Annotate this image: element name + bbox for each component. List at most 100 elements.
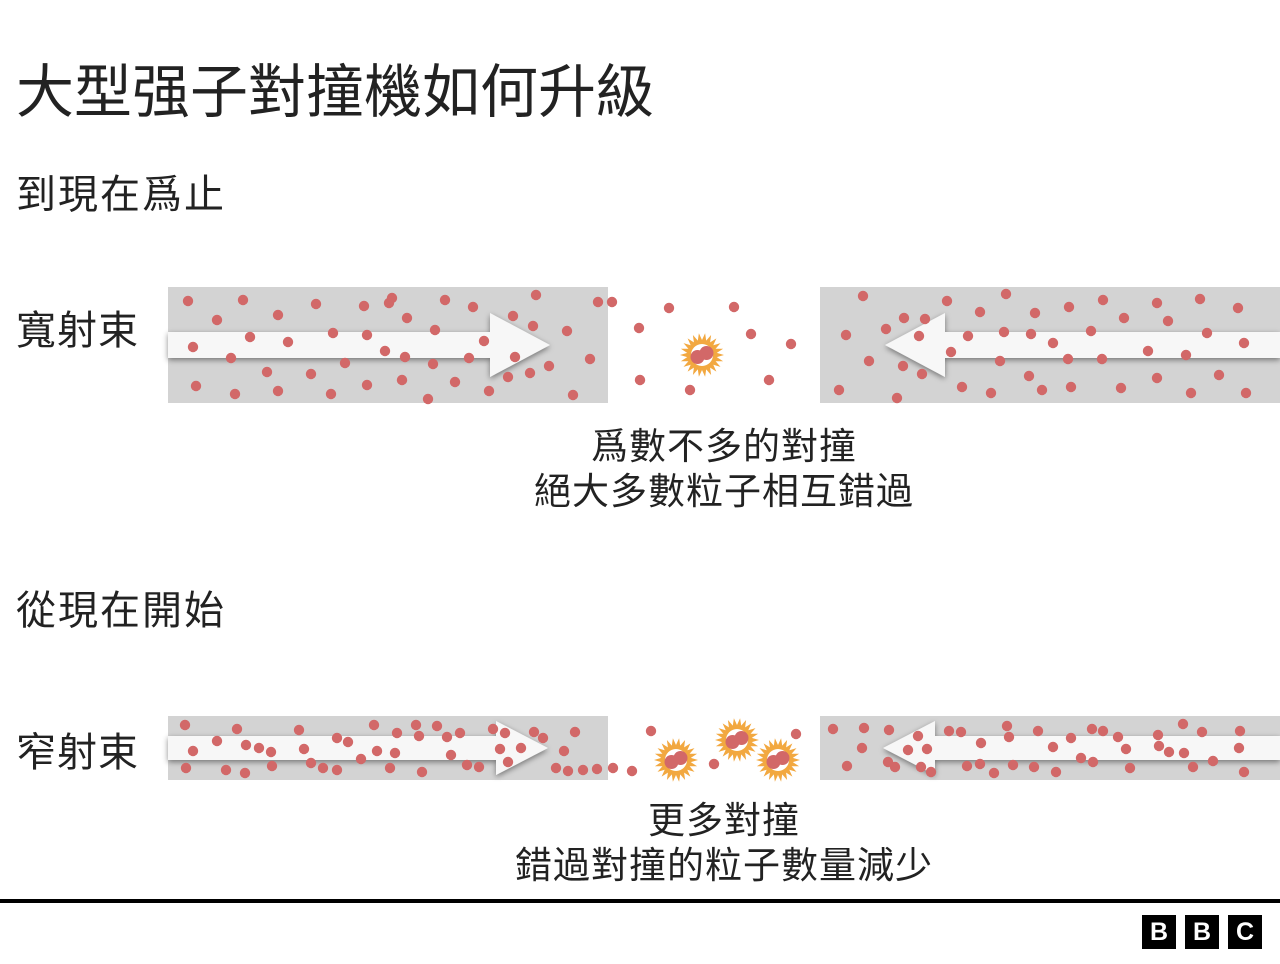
particle-dot — [1050, 766, 1062, 778]
particle-dot — [272, 309, 284, 321]
particle-dot — [327, 327, 339, 339]
particle-dot — [889, 761, 901, 773]
particle-dot — [487, 723, 499, 735]
particle-dot — [237, 294, 249, 306]
particle-dot — [527, 320, 539, 332]
particle-dot — [1032, 725, 1044, 737]
particle-dot — [998, 326, 1010, 338]
particle-dot — [1096, 353, 1108, 365]
particle-dot — [342, 736, 354, 748]
particle-dot — [358, 300, 370, 312]
particle-dot — [389, 747, 401, 759]
particle-dot — [1097, 725, 1109, 737]
beam-label-narrow: 窄射束 — [16, 731, 139, 775]
particle-dot — [1124, 762, 1136, 774]
particle-dot — [305, 757, 317, 769]
particle-dot — [558, 745, 570, 757]
particle-dot — [883, 724, 895, 736]
particle-dot — [386, 292, 398, 304]
particle-dot — [921, 743, 933, 755]
particle-dot — [961, 760, 973, 772]
particle-dot — [317, 762, 329, 774]
particle-dot — [891, 392, 903, 404]
particle-dot — [537, 732, 549, 744]
particle-dot — [1151, 372, 1163, 384]
particle-dot — [225, 352, 237, 364]
particle-dot — [473, 761, 485, 773]
particle-dot — [763, 374, 775, 386]
particle-dot — [1087, 756, 1099, 768]
particle-dot — [1001, 720, 1013, 732]
particle-dot — [1194, 293, 1206, 305]
particle-dot — [645, 725, 657, 737]
particle-dot — [584, 353, 596, 365]
particle-dot — [445, 749, 457, 761]
particle-dot — [898, 312, 910, 324]
particle-dot — [916, 368, 928, 380]
particle-dot — [410, 719, 422, 731]
particle-dot — [1177, 718, 1189, 730]
particle-dot — [1234, 725, 1246, 737]
particle-dot — [1003, 731, 1015, 743]
particle-dot — [339, 357, 351, 369]
particle-dot — [261, 366, 273, 378]
particle-dot — [1238, 766, 1250, 778]
particle-dot — [988, 767, 1000, 779]
particle-dot — [229, 388, 241, 400]
particle-dot — [902, 744, 914, 756]
footer-divider — [0, 899, 1280, 903]
beam-label-wide: 寬射束 — [16, 309, 139, 353]
particle-dot — [985, 387, 997, 399]
particle-dot — [331, 764, 343, 776]
particle-dot — [745, 328, 757, 340]
particle-dot — [463, 352, 475, 364]
particle-dot — [231, 723, 243, 735]
particle-dot — [1233, 742, 1245, 754]
particle-dot — [478, 335, 490, 347]
particle-dot — [396, 374, 408, 386]
particle-dot — [1178, 747, 1190, 759]
particle-dot — [310, 298, 322, 310]
particle-dot — [1065, 381, 1077, 393]
particle-dot — [401, 312, 413, 324]
particle-dot — [841, 760, 853, 772]
particle-dot — [528, 726, 540, 738]
particle-dot — [1213, 369, 1225, 381]
particle-dot — [211, 314, 223, 326]
particle-dot — [368, 719, 380, 731]
particle-dot — [592, 296, 604, 308]
particle-dot — [1097, 294, 1109, 306]
particle-dot — [1120, 743, 1132, 755]
particle-dot — [567, 389, 579, 401]
particle-dot — [785, 338, 797, 350]
particle-dot — [391, 727, 403, 739]
particle-dot — [1085, 325, 1097, 337]
particle-dot — [483, 385, 495, 397]
particle-dot — [840, 329, 852, 341]
particle-dot — [379, 345, 391, 357]
particle-dot — [211, 735, 223, 747]
particle-dot — [1023, 370, 1035, 382]
particle-dot — [1062, 353, 1074, 365]
particle-dot — [220, 764, 232, 776]
particle-dot — [1112, 731, 1124, 743]
particle-dot — [1029, 307, 1041, 319]
particle-dot — [955, 726, 967, 738]
particle-dot — [509, 351, 521, 363]
particle-dot — [298, 743, 310, 755]
particle-dot — [1028, 761, 1040, 773]
particle-dot — [634, 374, 646, 386]
particle-dot — [974, 306, 986, 318]
particle-dot — [561, 325, 573, 337]
particle-dot — [361, 329, 373, 341]
particle-dot — [524, 367, 536, 379]
particle-dot — [187, 745, 199, 757]
particle-dot — [371, 745, 383, 757]
section1-heading: 到現在爲止 — [16, 173, 226, 217]
colliding-particle — [734, 731, 749, 745]
particle-dot — [422, 393, 434, 405]
particle-dot — [507, 310, 519, 322]
particle-dot — [530, 289, 542, 301]
particle-dot — [945, 346, 957, 358]
